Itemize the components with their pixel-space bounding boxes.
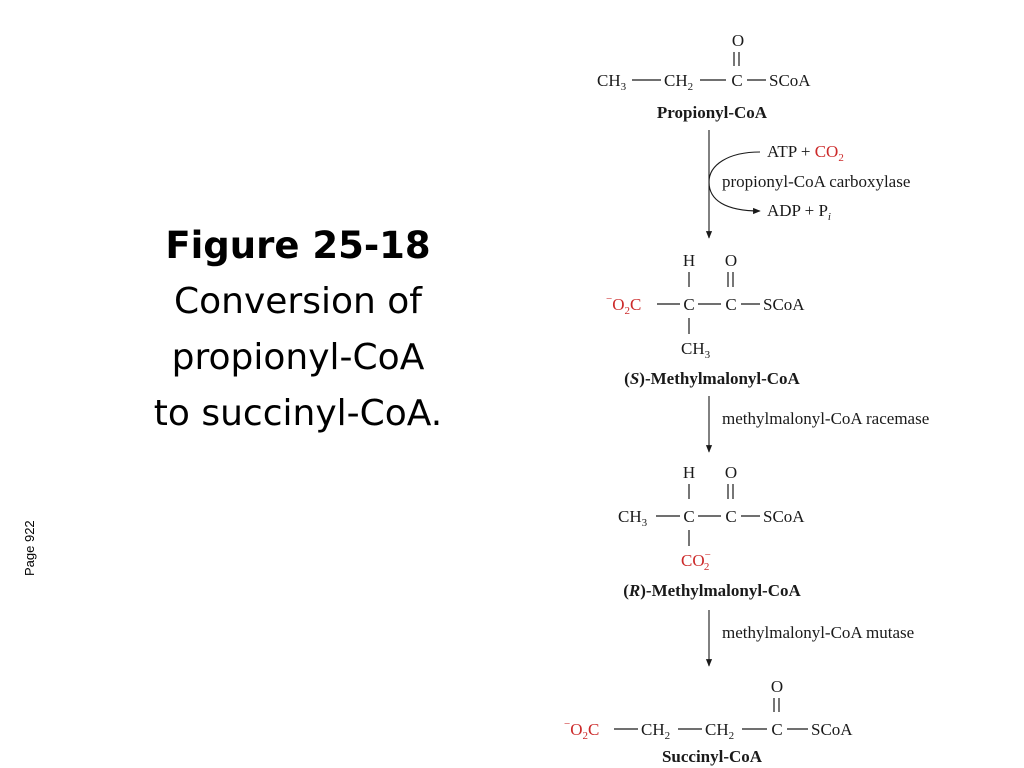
- r-methylmalonyl-coa-structure: H O CH3 C C SCoA CO−2 (R)-Methylmalonyl-…: [618, 463, 805, 600]
- cofactor-out-arrow: [708, 181, 761, 215]
- atom-o-carbonyl: O: [725, 463, 737, 482]
- reaction-step-3: methylmalonyl-CoA mutase: [705, 610, 914, 667]
- group-scoa: SCoA: [769, 71, 811, 90]
- reaction-step-2: methylmalonyl-CoA racemase: [705, 396, 929, 453]
- atom-o-carbonyl: O: [725, 251, 737, 270]
- caption-line-2: propionyl-CoA: [171, 337, 425, 378]
- group-scoa: SCoA: [811, 720, 853, 739]
- atom-o-carbonyl: O: [732, 31, 744, 50]
- atom-c: C: [725, 295, 736, 314]
- group-ch2: CH2: [705, 720, 734, 742]
- propionyl-coa-structure: O CH3 CH2 C SCoA Propionyl-CoA: [597, 31, 811, 122]
- compound-name-succinyl-coa: Succinyl-CoA: [662, 747, 763, 766]
- figure-caption: Figure 25-18 Conversion of propionyl-CoA…: [118, 218, 478, 442]
- enzyme-methylmalonyl-coa-racemase: methylmalonyl-CoA racemase: [722, 409, 929, 428]
- atom-h: H: [683, 463, 695, 482]
- reaction-step-1: ATP + CO2 propionyl-CoA carboxylase ADP …: [705, 130, 910, 239]
- compound-name-s-methylmalonyl-coa: (S)-Methylmalonyl-CoA: [624, 369, 800, 388]
- caption-line-1: Conversion of: [174, 281, 422, 322]
- enzyme-methylmalonyl-coa-mutase: methylmalonyl-CoA mutase: [722, 623, 914, 642]
- atom-c: C: [683, 507, 694, 526]
- group-ch3: CH3: [618, 507, 648, 529]
- reactant-atp-co2: ATP + CO2: [767, 142, 844, 164]
- compound-name-r-methylmalonyl-coa: (R)-Methylmalonyl-CoA: [623, 581, 801, 600]
- atom-c: C: [683, 295, 694, 314]
- product-adp-pi: ADP + Pi: [767, 201, 831, 223]
- group-carboxylate: −O2C: [606, 293, 641, 317]
- atom-c: C: [771, 720, 782, 739]
- group-scoa: SCoA: [763, 295, 805, 314]
- atom-o-carbonyl: O: [771, 677, 783, 696]
- group-carboxylate: CO−2: [681, 549, 711, 573]
- group-scoa: SCoA: [763, 507, 805, 526]
- enzyme-propionyl-coa-carboxylase: propionyl-CoA carboxylase: [722, 172, 910, 191]
- succinyl-coa-structure: O −O2C CH2 CH2 C SCoA Succinyl-CoA: [564, 677, 853, 766]
- group-ch2: CH2: [664, 71, 693, 93]
- atom-c: C: [731, 71, 742, 90]
- s-methylmalonyl-coa-structure: H O −O2C C C SCoA CH3 (S)-Methylmalonyl-…: [606, 251, 805, 388]
- group-ch3: CH3: [597, 71, 627, 93]
- group-ch2: CH2: [641, 720, 670, 742]
- caption-line-3: to succinyl-CoA.: [153, 393, 443, 434]
- cofactor-in-arrow: [708, 151, 761, 183]
- group-carboxylate: −O2C: [564, 718, 599, 742]
- atom-c: C: [725, 507, 736, 526]
- figure-title: Figure 25-18: [165, 224, 431, 267]
- group-ch3: CH3: [681, 339, 711, 361]
- compound-name-propionyl-coa: Propionyl-CoA: [657, 103, 768, 122]
- atom-h: H: [683, 251, 695, 270]
